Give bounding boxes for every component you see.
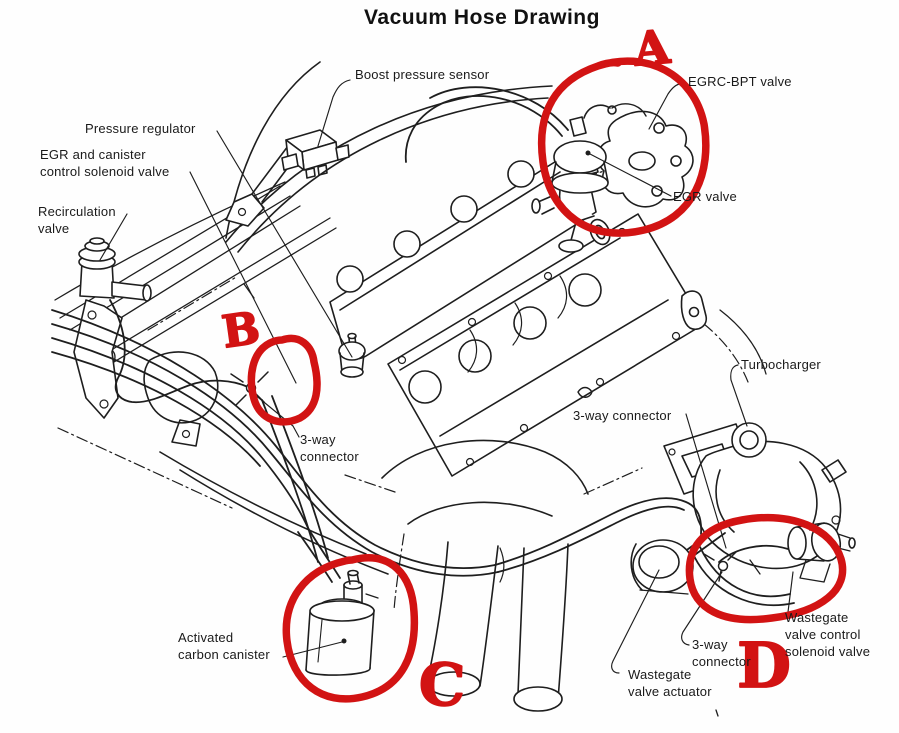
label-egr-canister-solenoid: EGR and canister control solenoid valve — [40, 147, 170, 179]
three-way-connector-mid-drawing — [577, 386, 593, 398]
label-boost-pressure-sensor: Boost pressure sensor — [355, 67, 490, 82]
label-pressure-regulator: Pressure regulator — [85, 121, 196, 136]
boost-pressure-sensor-drawing — [225, 129, 350, 227]
annotation-letter-c: C — [418, 650, 467, 720]
annotation-letter-a: A — [631, 19, 674, 76]
label-three-way-connector-mid: 3-way connector — [573, 408, 672, 423]
pressure-regulator-drawing — [338, 332, 366, 378]
label-egr-valve: EGR valve — [673, 189, 737, 204]
label-activated-carbon-canister: Activated carbon canister — [178, 630, 270, 662]
label-three-way-connector-b: 3-way connector — [300, 432, 359, 464]
label-egrc-bpt-valve: EGRC-BPT valve — [688, 74, 792, 89]
label-wastegate-valve-actuator: Wastegate valve actuator — [628, 667, 712, 699]
annotation-letter-b: B — [219, 303, 263, 359]
annotation-circle-c — [282, 554, 419, 703]
vacuum-hoses — [51, 86, 795, 607]
label-wastegate-valve-control-solenoid: Wastegate valve control solenoid valve — [785, 610, 871, 659]
diagram-title: Vacuum Hose Drawing — [364, 6, 600, 29]
valve-cover-drawing — [387, 213, 767, 477]
annotation-letter-d: D — [737, 629, 791, 702]
annotation-circle-b — [247, 334, 321, 426]
annotation-circle-a — [537, 57, 710, 237]
wastegate-actuator-drawing — [630, 539, 694, 595]
label-turbocharger: Turbocharger — [741, 357, 821, 372]
carbon-canister-drawing — [305, 569, 379, 676]
label-recirculation-valve: Recirculation valve — [38, 204, 116, 236]
red-annotations: A B C D — [218, 19, 847, 721]
egr-cluster-drawing — [531, 103, 694, 253]
label-three-way-connector-d: 3-way connector — [692, 637, 751, 669]
left-bracket-assembly — [73, 299, 219, 447]
annotation-circle-d — [685, 513, 847, 624]
